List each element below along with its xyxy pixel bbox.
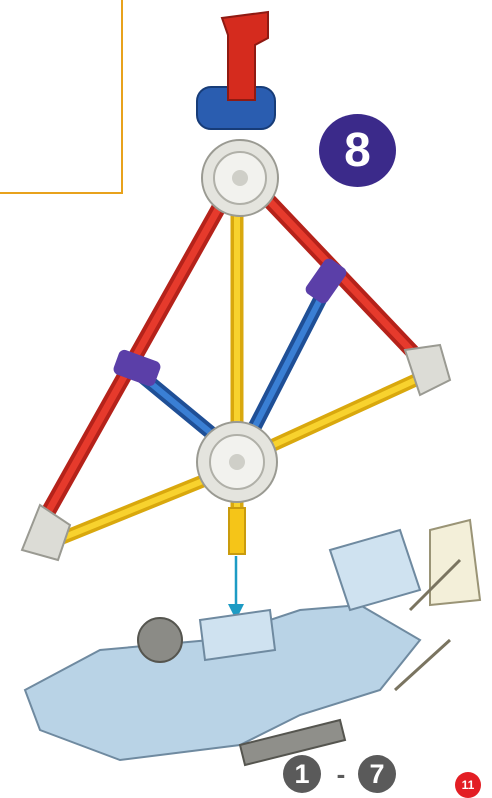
step-number: 8: [344, 127, 371, 175]
connector-top: [202, 140, 278, 216]
page-number-badge: 11: [455, 772, 481, 798]
connector-bottom-left: [22, 505, 70, 560]
brick-base: [25, 530, 420, 765]
reference-from: 1: [294, 761, 309, 788]
reference-range: 1 - 7: [283, 755, 399, 795]
reference-separator: -: [329, 759, 353, 790]
connector-center: [197, 422, 277, 502]
step-number-badge: 8: [319, 114, 396, 187]
small-frame: [395, 520, 480, 690]
reference-from-badge: 1: [283, 755, 321, 793]
reference-to-badge: 7: [358, 755, 396, 793]
page-number: 11: [462, 778, 475, 792]
reference-to: 7: [369, 761, 384, 788]
gear-part: [138, 618, 182, 662]
yellow-rod-end: [229, 508, 245, 554]
